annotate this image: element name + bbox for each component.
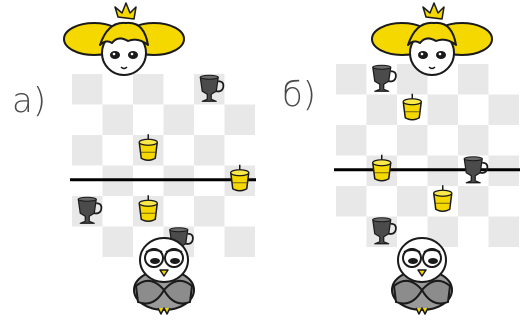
board-square [336,125,367,156]
board-square [225,196,256,227]
board-square [164,74,195,105]
board-square [103,196,134,227]
board-square [458,64,489,95]
panel-a: а) [12,3,256,314]
board-square [164,105,195,136]
board-square [458,186,489,217]
board-square [72,74,103,105]
princess-icon [64,3,184,75]
board-square [489,217,520,248]
board-square [103,74,134,105]
chess-board [72,74,255,257]
owl-icon [134,238,194,314]
board-square [428,125,459,156]
board-square [164,196,195,227]
board-square [397,186,428,217]
board-square [225,74,256,105]
panel-label: б) [282,75,316,115]
board-square [103,227,134,258]
board-square [336,95,367,126]
board-square [428,95,459,126]
board-square [72,105,103,136]
board-square [367,95,398,126]
board-square [397,125,428,156]
board-square [194,105,225,136]
board-square [336,186,367,217]
panel-label: а) [12,81,46,121]
board-square [367,186,398,217]
board-square [489,186,520,217]
board-square [72,227,103,258]
board-square [225,135,256,166]
board-square [367,125,398,156]
chess-board [336,64,519,247]
board-square [72,135,103,166]
board-square [458,217,489,248]
board-square [133,105,164,136]
board-square [103,105,134,136]
board-square [225,227,256,258]
board-square [336,64,367,95]
board-square [103,135,134,166]
board-square [194,135,225,166]
board-square [458,125,489,156]
board-square [194,196,225,227]
board-square [133,74,164,105]
board-square [194,227,225,258]
board-square [336,217,367,248]
board-square [489,95,520,126]
owl-icon [392,238,452,314]
board-square [458,95,489,126]
board-square [225,105,256,136]
panel-b: б) [282,3,520,314]
board-square [489,64,520,95]
board-square [489,125,520,156]
board-square [164,135,195,166]
